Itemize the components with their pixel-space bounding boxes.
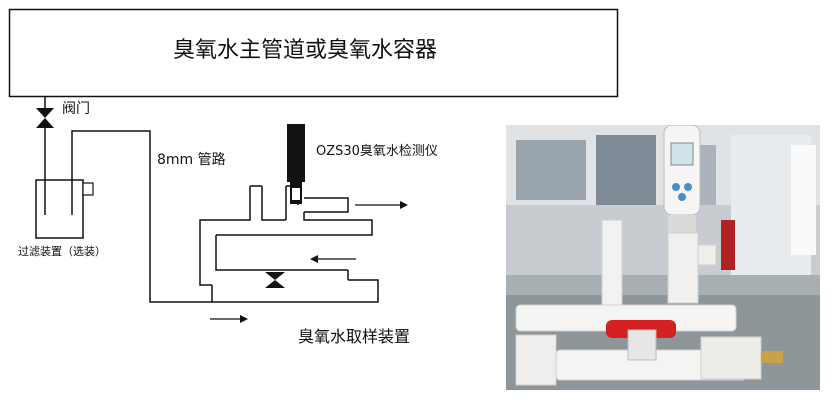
sampler-body xyxy=(199,185,379,303)
filter-label: 过滤装置（选装） xyxy=(18,245,106,258)
sampler-label: 臭氧水取样装置 xyxy=(298,327,411,346)
valve-label: 阀门 xyxy=(62,101,90,117)
device-photo xyxy=(506,125,820,390)
sensor-probe-icon xyxy=(287,124,305,204)
flow-arrow-icon xyxy=(210,315,248,323)
pipe-size-label: 8mm 管路 xyxy=(157,152,226,168)
outflow-arrow-icon xyxy=(355,201,408,209)
return-arrow-icon xyxy=(310,255,356,263)
8mm-pipe-line xyxy=(71,130,212,303)
main-pipe-box xyxy=(8,8,619,98)
device-photo-illustration xyxy=(506,125,820,390)
filter-device-icon xyxy=(35,179,94,239)
sampler-valve-icon xyxy=(265,272,285,288)
main-pipe-label: 臭氧水主管道或臭氧水容器 xyxy=(173,38,438,63)
valve-icon xyxy=(36,108,54,128)
sensor-label: OZS30臭氧水检测仪 xyxy=(316,144,438,159)
